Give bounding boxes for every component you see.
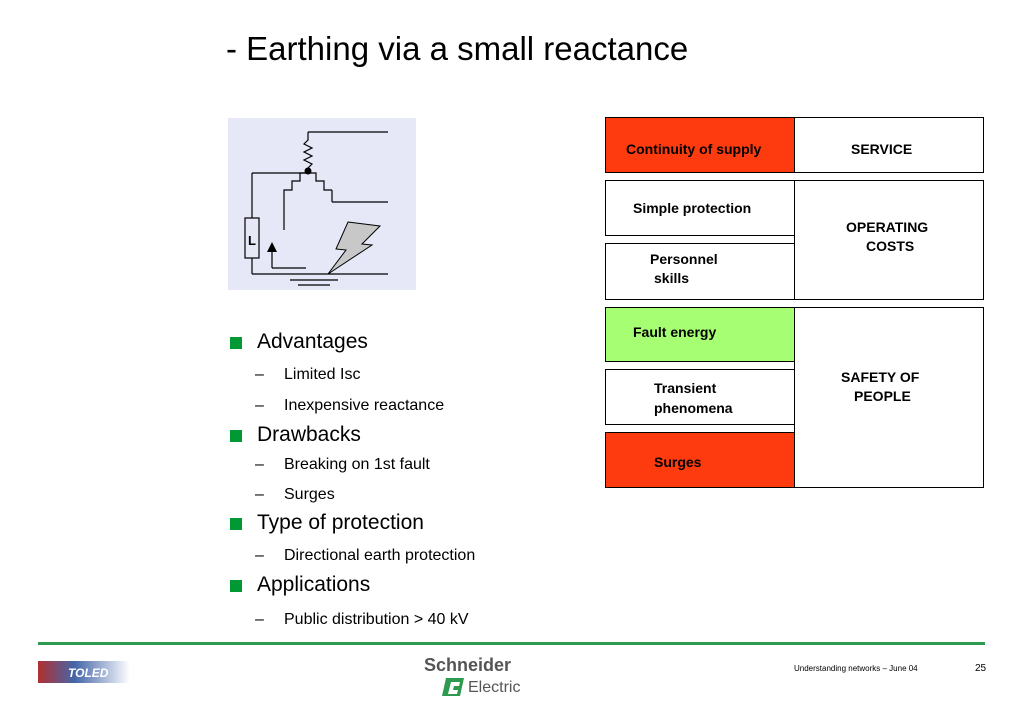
sub-bullet-text: Directional earth protection (284, 547, 476, 564)
dash-icon: – (255, 486, 264, 503)
sub-bullet-text: Surges (284, 486, 335, 503)
cell-label: phenomena (654, 400, 733, 416)
bullet-heading: Drawbacks (257, 423, 361, 446)
green-bullet-icon (230, 337, 242, 349)
svg-text:TOLED: TOLED (68, 666, 109, 680)
cell-service: SERVICE (794, 117, 984, 173)
sub-bullet-text: Public distribution > 40 kV (284, 611, 469, 628)
cell-label: Transient (654, 380, 717, 396)
green-bullet-icon (230, 430, 242, 442)
dash-icon: – (255, 366, 264, 383)
cell-simple-protection: Simple protection (605, 180, 795, 236)
cell-label: Simple protection (633, 200, 752, 216)
earthing-diagram: L (228, 118, 416, 290)
cell-transient-phenomena: Transient phenomena (605, 369, 795, 425)
reactor-label: L (248, 233, 256, 248)
green-bullet-icon (230, 518, 242, 530)
toled-logo: TOLED (38, 661, 130, 683)
footer-divider (38, 642, 985, 645)
page-number: 25 (975, 663, 987, 674)
sub-bullet-text: Inexpensive reactance (284, 397, 445, 414)
cell-label: COSTS (866, 238, 915, 254)
footer-caption: Understanding networks – June 04 (794, 664, 918, 673)
sub-bullet-text: Breaking on 1st fault (284, 456, 430, 473)
bullet-list: Advantages – Limited Isc – Inexpensive r… (228, 0, 588, 708)
bullet-heading: Advantages (257, 330, 368, 353)
cell-continuity-of-supply: Continuity of supply (605, 117, 795, 173)
cell-label: Fault energy (633, 324, 717, 340)
cell-label: Personnel (650, 251, 718, 267)
dash-icon: – (255, 397, 264, 414)
cell-personnel-skills: Personnel skills (605, 243, 795, 300)
dash-icon: – (255, 456, 264, 473)
green-bullet-icon (230, 580, 242, 592)
circuit-schematic: L (244, 131, 388, 286)
cell-label: PEOPLE (854, 388, 911, 404)
svg-text:Electric: Electric (468, 679, 520, 696)
dash-icon: – (255, 547, 264, 564)
cell-label: Continuity of supply (626, 141, 762, 157)
bullet-heading: Applications (257, 573, 371, 596)
cell-surges: Surges (605, 432, 795, 488)
cell-label: Surges (654, 454, 702, 470)
cell-operating-costs: OPERATING COSTS (794, 180, 984, 300)
cell-label: skills (654, 270, 690, 286)
schneider-electric-logo: Schneider Electric (424, 654, 544, 698)
svg-text:Schneider: Schneider (424, 655, 511, 675)
bullet-heading: Type of protection (257, 511, 424, 534)
cell-label: OPERATING (846, 219, 929, 235)
sub-bullet-text: Limited Isc (284, 366, 361, 383)
cell-label: SAFETY OF (841, 369, 920, 385)
dash-icon: – (255, 611, 264, 628)
cell-safety-of-people: SAFETY OF PEOPLE (794, 307, 984, 488)
cell-fault-energy: Fault energy (605, 307, 795, 362)
page-title: - Earthing via a small reactance (226, 30, 689, 67)
cell-label: SERVICE (851, 141, 913, 157)
